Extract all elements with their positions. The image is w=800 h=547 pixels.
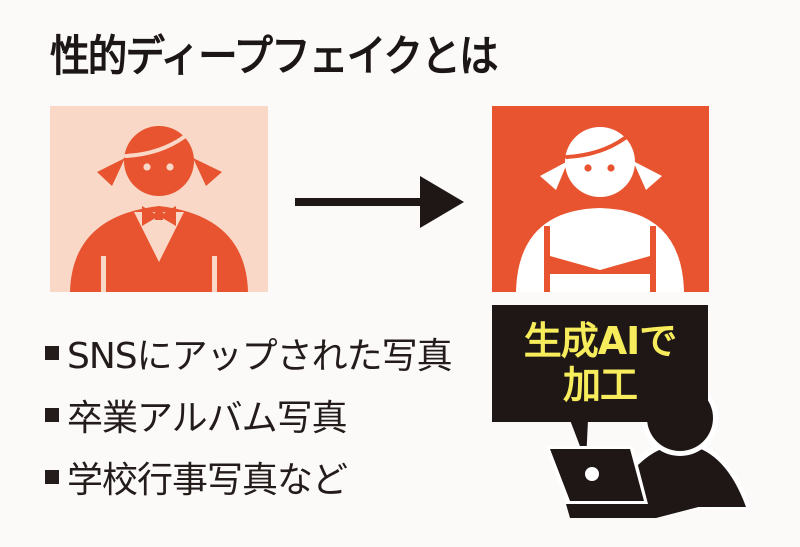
bubble-line-1: 生成AIで bbox=[523, 319, 678, 363]
page-title: 性的ディープフェイクとは bbox=[50, 32, 499, 82]
list-item: 学校行事写真など bbox=[45, 446, 452, 508]
list-item: SNSにアップされた写真 bbox=[45, 322, 453, 384]
arrow-right-icon bbox=[292, 172, 467, 232]
list-item-label: 卒業アルバム写真 bbox=[67, 398, 348, 439]
list-item: 卒業アルバム写真 bbox=[45, 384, 452, 446]
bullet-icon bbox=[45, 346, 59, 360]
original-photo-panel bbox=[50, 106, 268, 292]
bullet-icon bbox=[45, 470, 59, 484]
girl-uniform-icon bbox=[50, 106, 268, 292]
speech-bubble: 生成AIで 加工 bbox=[492, 305, 708, 422]
manipulated-image-panel bbox=[492, 106, 709, 292]
girl-altered-icon bbox=[492, 106, 709, 292]
photo-sources-list: SNSにアップされた写真 卒業アルバム写真 学校行事写真など bbox=[45, 322, 453, 508]
bubble-text: 生成AIで 加工 bbox=[492, 319, 708, 407]
list-item-label: 学校行事写真など bbox=[67, 460, 348, 501]
bullet-icon bbox=[45, 408, 59, 422]
list-item-label: SNSにアップされた写真 bbox=[67, 336, 453, 377]
bubble-line-2: 加工 bbox=[562, 363, 638, 407]
